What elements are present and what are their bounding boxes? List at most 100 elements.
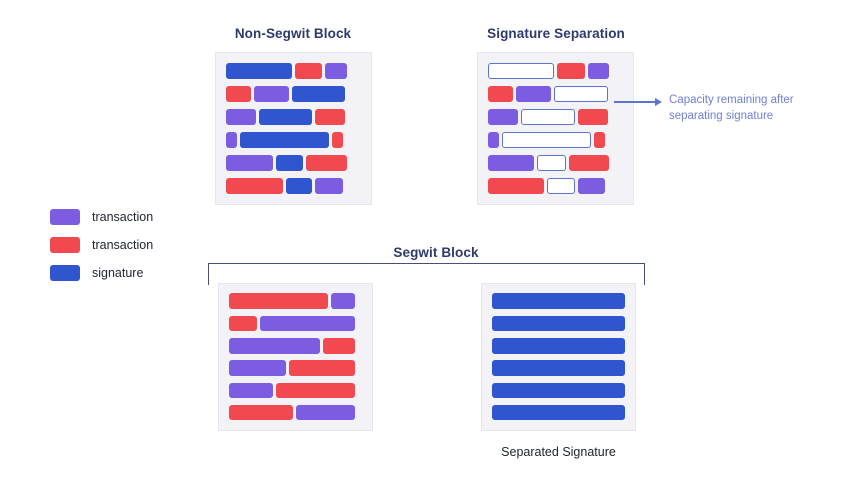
block-row-spacer [612,63,623,79]
block-bar-purple [259,315,356,332]
legend-label: transaction [92,238,154,252]
block-bar-red [226,178,283,195]
block-bar-hollow [520,108,575,125]
block-row-spacer [358,405,362,420]
legend-label: signature [92,266,144,280]
block-row [228,315,362,332]
segwit-grouping-bracket [208,263,645,285]
block-row-spacer [346,178,361,194]
block-bar-purple [331,293,356,309]
block-bar-blue [259,108,313,125]
block-bar-purple [515,85,551,102]
block-bar-hollow [502,132,591,149]
block-row [226,108,361,125]
block-bar-purple [228,360,287,376]
legend-label: transaction [92,210,154,224]
block-bar-purple [325,62,347,79]
block-row [491,315,626,332]
block-bar-blue [491,315,626,332]
block-row [228,404,362,421]
block-bar-blue [275,155,304,172]
block-bar-red [331,132,343,149]
block-bar-red [228,404,293,421]
segwit-transactions-panel [218,283,373,431]
block-row-spacer [358,338,362,353]
legend: transaction transaction signature [50,209,153,281]
block-row-spacer [348,109,361,125]
block-row [491,338,626,354]
block-bar-red [593,132,606,149]
segwit-transactions-rows [228,293,362,421]
block-bar-purple [228,382,274,399]
callout-arrow-icon [655,97,662,106]
legend-item: transaction [50,209,153,225]
block-row [226,178,361,195]
block-bar-blue [285,178,313,195]
block-row [228,293,362,309]
block-bar-hollow [553,85,608,102]
block-row [226,62,361,79]
block-row-spacer [346,132,361,148]
block-bar-purple [488,108,518,125]
block-row [228,338,362,354]
block-row [226,155,361,172]
block-row [488,155,623,172]
block-bar-red [276,382,356,399]
separated-signature-caption: Separated Signature [501,445,616,459]
block-bar-red [488,85,513,102]
block-row [226,85,361,102]
block-bar-hollow [488,62,555,79]
block-bar-red [289,360,356,376]
block-row-spacer [358,316,362,331]
block-row-spacer [611,86,623,102]
block-row [491,382,626,399]
block-row [488,85,623,102]
block-row [491,360,626,376]
non-segwit-block-panel [215,52,372,205]
block-bar-red [488,178,544,195]
block-row-spacer [611,109,623,125]
block-bar-red [226,85,252,102]
callout-leader-line [614,101,657,103]
legend-swatch-red [50,237,80,253]
callout-text: Capacity remaining after separating sign… [669,94,794,122]
legend-swatch-purple [50,209,80,225]
block-row-spacer [358,360,362,375]
block-bar-red [315,108,346,125]
signature-separation-rows [488,62,623,195]
block-bar-red [557,62,585,79]
separated-signature-panel [481,283,636,431]
block-bar-purple [488,155,534,172]
block-bar-blue [491,404,626,421]
block-row [228,360,362,376]
signature-separation-block-title: Signature Separation [487,26,625,41]
block-bar-blue [240,132,329,149]
block-bar-purple [226,108,257,125]
block-bar-red [323,338,356,354]
non-segwit-rows [226,62,361,195]
block-row-spacer [348,86,361,102]
legend-swatch-blue [50,265,80,281]
block-bar-red [569,155,609,172]
legend-item: transaction [50,237,153,253]
block-row [488,178,623,195]
non-segwit-block-title: Non-Segwit Block [234,26,352,41]
block-bar-blue [491,293,626,309]
block-bar-purple [295,404,356,421]
block-bar-purple [226,155,273,172]
segwit-block-title: Segwit Block [393,245,479,260]
block-bar-blue [491,360,626,376]
block-row-spacer [608,178,623,194]
block-bar-purple [228,338,321,354]
block-row-spacer [608,132,623,148]
block-bar-red [228,315,257,332]
block-row [228,382,362,399]
block-row [491,293,626,309]
legend-item: signature [50,265,153,281]
block-row-spacer [358,293,362,308]
block-row [488,132,623,149]
block-bar-hollow [546,178,575,195]
block-row-spacer [350,155,361,171]
block-bar-blue [491,382,626,399]
